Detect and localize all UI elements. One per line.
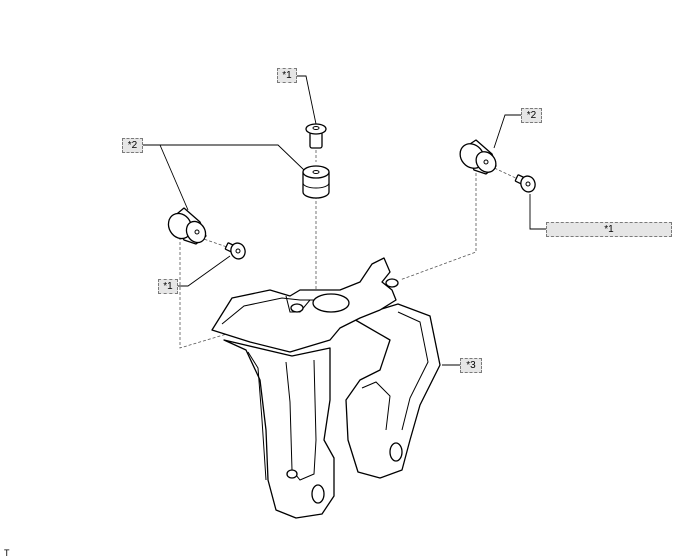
callout-2-bushing-left: *2 <box>122 138 143 153</box>
right-bushing <box>459 139 497 175</box>
left-bolt <box>224 242 246 260</box>
bracket <box>211 257 441 519</box>
callout-1-right-bolt: *1 <box>546 222 672 237</box>
bracket-center-opening <box>312 293 350 313</box>
callout-1-top-bolt: *1 <box>277 68 297 83</box>
leader-lines <box>142 75 546 366</box>
top-bolt <box>305 123 327 149</box>
corner-mark: T <box>4 548 10 558</box>
callout-3-bracket: *3 <box>460 358 482 373</box>
bracket-right-hole <box>389 442 403 462</box>
callout-2-bushing-right: *2 <box>521 108 542 123</box>
bracket-top-right-hole <box>385 278 399 288</box>
bracket-slot <box>286 469 298 479</box>
left-bushing <box>167 207 207 245</box>
bracket-top-left-hole <box>290 303 304 313</box>
top-bushing <box>302 165 330 199</box>
right-bolt <box>514 174 536 193</box>
bracket-left-hole <box>311 484 325 504</box>
callout-1-left-bolt: *1 <box>158 279 178 294</box>
